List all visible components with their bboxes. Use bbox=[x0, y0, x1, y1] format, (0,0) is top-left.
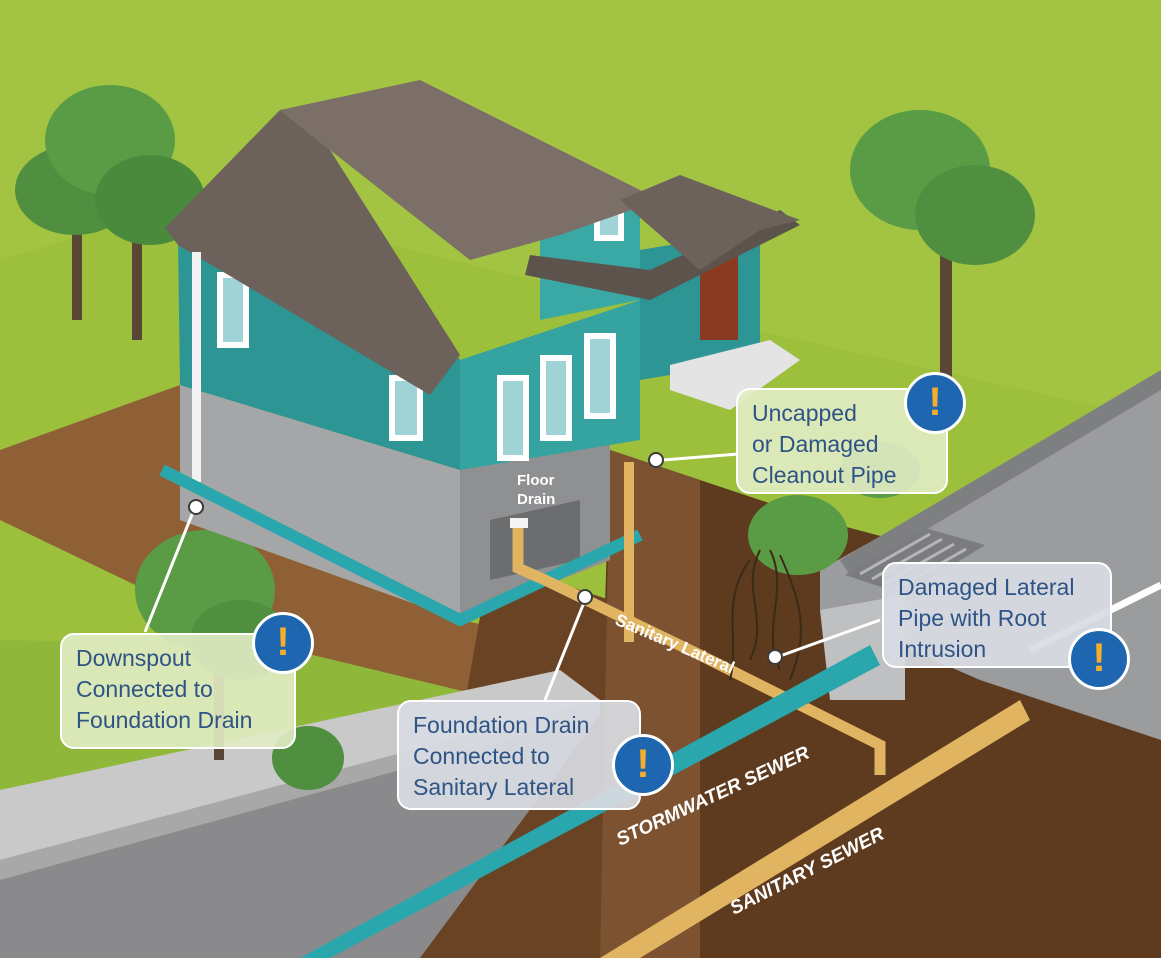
tree-right bbox=[850, 110, 1035, 400]
downspout bbox=[192, 252, 201, 482]
callout-foundation-line2: Connected to bbox=[413, 743, 550, 769]
road-right-dark bbox=[840, 370, 1161, 575]
callout-foundation-line3: Sanitary Lateral bbox=[413, 774, 575, 800]
callout-foundation-line1: Foundation Drain bbox=[413, 712, 590, 738]
floor-drain-fitting bbox=[510, 518, 528, 528]
roof-main bbox=[165, 110, 460, 395]
leader-lines bbox=[143, 452, 881, 701]
alert-icon-cleanout: ! bbox=[904, 372, 966, 434]
callout-downspout-line1: Downspout bbox=[76, 645, 192, 671]
callout-root-line2: Pipe with Root bbox=[898, 605, 1047, 631]
leader-dots bbox=[188, 452, 783, 665]
porch-steps bbox=[670, 340, 800, 410]
floor-drain-label-line2: Drain bbox=[517, 491, 555, 508]
callout-root-line1: Damaged Lateral bbox=[898, 574, 1075, 600]
foundation-drain-pipe bbox=[159, 464, 643, 627]
callout-foundation-drain: Foundation Drain Connected to Sanitary L… bbox=[397, 700, 641, 810]
callout-downspout-line2: Connected to bbox=[76, 676, 213, 702]
callout-cleanout-line2: or Damaged bbox=[752, 431, 879, 457]
house-foundation-left bbox=[180, 385, 460, 620]
callout-downspout-line3: Foundation Drain bbox=[76, 707, 253, 733]
floor-drain-pipe bbox=[512, 525, 886, 775]
callout-cleanout-line1: Uncapped bbox=[752, 400, 857, 426]
callout-downspout: Downspout Connected to Foundation Drain bbox=[60, 633, 296, 749]
sanitary-sewer-pipe bbox=[600, 700, 1030, 958]
alert-icon-downspout: ! bbox=[252, 612, 314, 674]
cleanout-pipe bbox=[624, 462, 634, 642]
alert-icon-root-intrusion: ! bbox=[1068, 628, 1130, 690]
roof-ridge bbox=[280, 80, 660, 260]
callout-root-line3: Intrusion bbox=[898, 636, 987, 662]
callout-cleanout-line3: Cleanout Pipe bbox=[752, 462, 897, 488]
floor-drain-label-line1: Floor bbox=[517, 472, 555, 489]
roof-right bbox=[620, 175, 800, 270]
alert-icon-foundation-drain: ! bbox=[612, 734, 674, 796]
dirt-yard bbox=[0, 385, 560, 700]
